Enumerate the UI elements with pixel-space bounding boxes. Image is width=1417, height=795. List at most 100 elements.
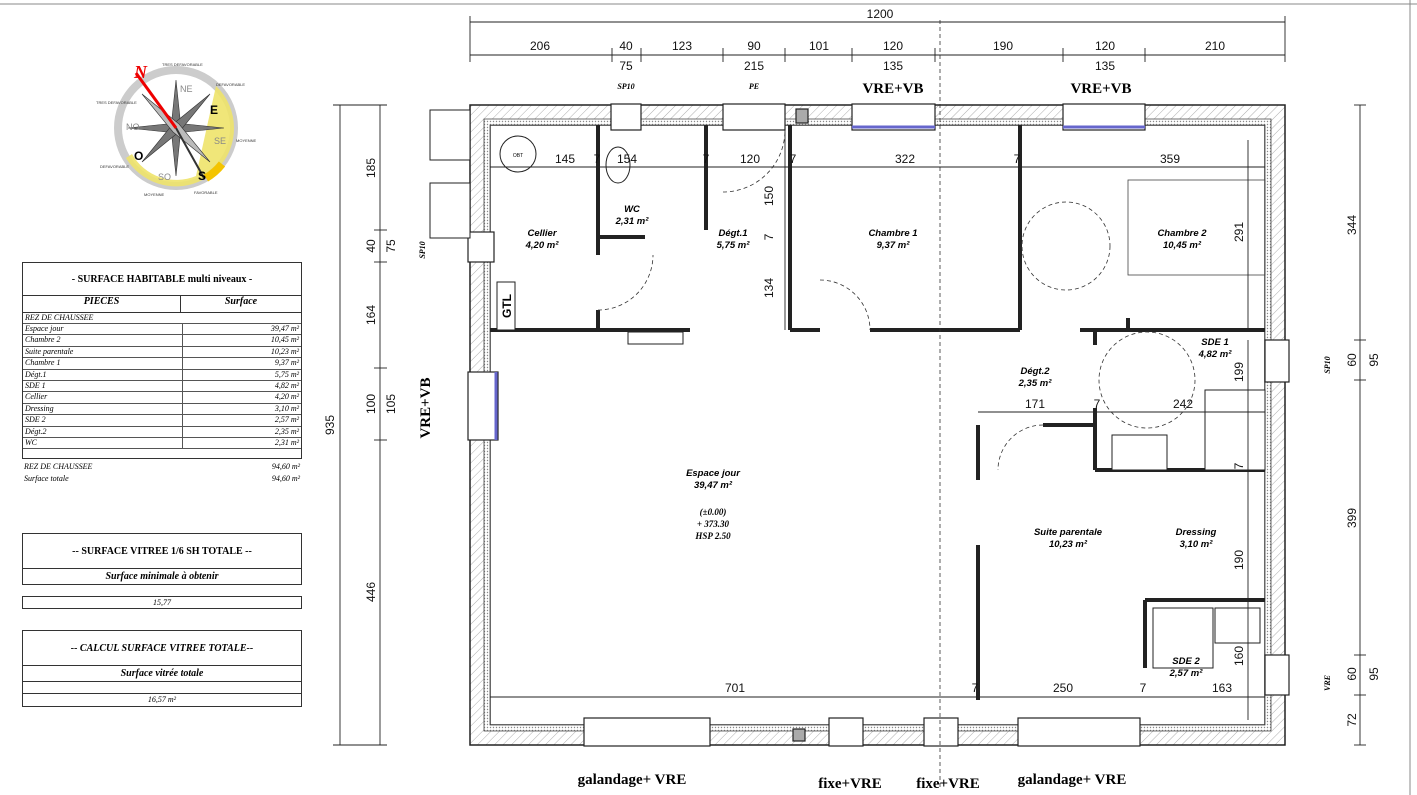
dim-left: 40 <box>364 239 378 253</box>
row-value: 5,75 m² <box>274 369 299 379</box>
ring-label: TRES DEFAVORABLE <box>96 100 137 105</box>
dim-inner: 7 <box>703 152 710 166</box>
interior-walls <box>490 125 1265 700</box>
room-name: Chambre 1 <box>868 228 917 239</box>
dim-left: 185 <box>364 158 378 178</box>
vitree-value: 15,77 <box>22 596 302 609</box>
ring-label: FAVORABLE <box>194 190 218 195</box>
room-area: 9,37 m² <box>877 240 911 251</box>
compass-s: S <box>198 169 206 183</box>
dim-inner: 7 <box>790 152 797 166</box>
dim-inner: 359 <box>1160 152 1180 166</box>
dim-inner: 171 <box>1025 397 1045 411</box>
dim-inner: 154 <box>617 152 637 166</box>
opening-label: VRE+VB <box>418 377 434 438</box>
row-name: Cellier <box>23 392 183 403</box>
col-pieces: PIECES <box>23 296 181 312</box>
room-area: 3,10 m² <box>1180 539 1214 550</box>
opening-label: PE <box>749 82 759 91</box>
dim-inner: 190 <box>1232 550 1246 570</box>
table-row: Cellier 4,20 m² <box>23 392 301 404</box>
ring-label: MOYENNE <box>144 192 165 197</box>
dim-inner: 322 <box>895 152 915 166</box>
dim-inner: 7 <box>1014 152 1021 166</box>
dim-right: 344 <box>1345 215 1359 235</box>
calcul-title: -- CALCUL SURFACE VITREE TOTALE-- <box>23 631 301 666</box>
dim-right: 60 <box>1345 667 1359 681</box>
calcul-value: 16,57 m² <box>147 695 177 704</box>
dim-inner: 7 <box>594 152 601 166</box>
level-label: + 373.30 <box>697 519 730 529</box>
compass-o: O <box>134 149 143 163</box>
dim-left: 105 <box>384 394 398 414</box>
vitree-subtitle: Surface minimale à obtenir <box>105 571 219 582</box>
dim-inner: 7 <box>1094 397 1101 411</box>
dim-top: 101 <box>809 39 829 53</box>
row-name: Espace jour <box>23 324 183 335</box>
dimension-lines <box>333 16 1366 746</box>
room-name: Chambre 2 <box>1157 228 1207 239</box>
dim-top: 206 <box>530 39 550 53</box>
ring-label: TRES DEFAVORABLE <box>162 62 203 67</box>
door-swings <box>597 20 1266 790</box>
level-label: (±0.00) <box>700 507 727 517</box>
room-name: SDE 1 <box>1201 337 1228 348</box>
opening-label: VRE <box>1323 675 1332 691</box>
dim-total-depth: 935 <box>323 415 337 435</box>
opening-label: SP10 <box>418 241 427 258</box>
openings <box>467 103 1290 747</box>
dim-inner: 163 <box>1212 681 1232 695</box>
row-name: Chambre 1 <box>23 358 183 369</box>
dim-top: 40 <box>619 39 633 53</box>
compass-so: SO <box>158 172 171 182</box>
room-name: Cellier <box>527 228 557 239</box>
row-value: 9,37 m² <box>274 358 299 368</box>
room-area: 10,23 m² <box>1049 539 1088 550</box>
row-name: Suite parentale <box>23 346 183 358</box>
total-value: 94,60 m² <box>271 474 300 483</box>
room-area: 2,57 m² <box>1169 668 1204 679</box>
compass-e: E <box>210 103 218 117</box>
dim-inner: 145 <box>555 152 575 166</box>
opening-label: SP10 <box>617 82 634 91</box>
compass-se: SE <box>214 136 226 146</box>
opening-label: galandage+ VRE <box>578 772 687 788</box>
equipment: OBT GTL <box>429 109 1266 669</box>
row-value: 2,57 m² <box>274 415 299 425</box>
dim-top: 135 <box>883 59 903 73</box>
dim-inner: 7 <box>762 233 776 240</box>
level-label: HSP 2.50 <box>694 531 731 541</box>
dim-top: 90 <box>747 39 761 53</box>
surface-habitable-table: - SURFACE HABITABLE multi niveaux - PIEC… <box>22 262 302 459</box>
compass-n: N <box>133 62 148 82</box>
row-value: 3,10 m² <box>274 403 299 413</box>
dim-right: 60 <box>1345 353 1359 367</box>
dim-right: 72 <box>1345 713 1359 727</box>
dim-top: 135 <box>1095 59 1115 73</box>
row-name: WC <box>23 437 183 449</box>
dim-top: 123 <box>672 39 692 53</box>
room-name: SDE 2 <box>1172 656 1200 667</box>
room-name: Suite parentale <box>1034 527 1103 538</box>
exterior-walls <box>469 104 1286 746</box>
row-value: 4,20 m² <box>274 392 299 402</box>
dim-top: 120 <box>1095 39 1115 53</box>
opening-label: SP10 <box>1323 356 1332 373</box>
dim-top: 75 <box>619 59 633 73</box>
row-value: 2,35 m² <box>274 426 299 436</box>
compass-no: NO <box>126 122 140 132</box>
opening-label: VRE+VB <box>862 81 923 97</box>
room-area: 2,31 m² <box>615 216 650 227</box>
row-name: SDE 2 <box>23 415 183 426</box>
dim-right: 95 <box>1367 667 1381 681</box>
room-area: 4,82 m² <box>1198 349 1233 360</box>
row-value: 4,82 m² <box>274 380 299 390</box>
opening-label: VRE+VB <box>1070 81 1131 97</box>
dim-inner: 160 <box>1232 646 1246 666</box>
dim-inner: 701 <box>725 681 745 695</box>
